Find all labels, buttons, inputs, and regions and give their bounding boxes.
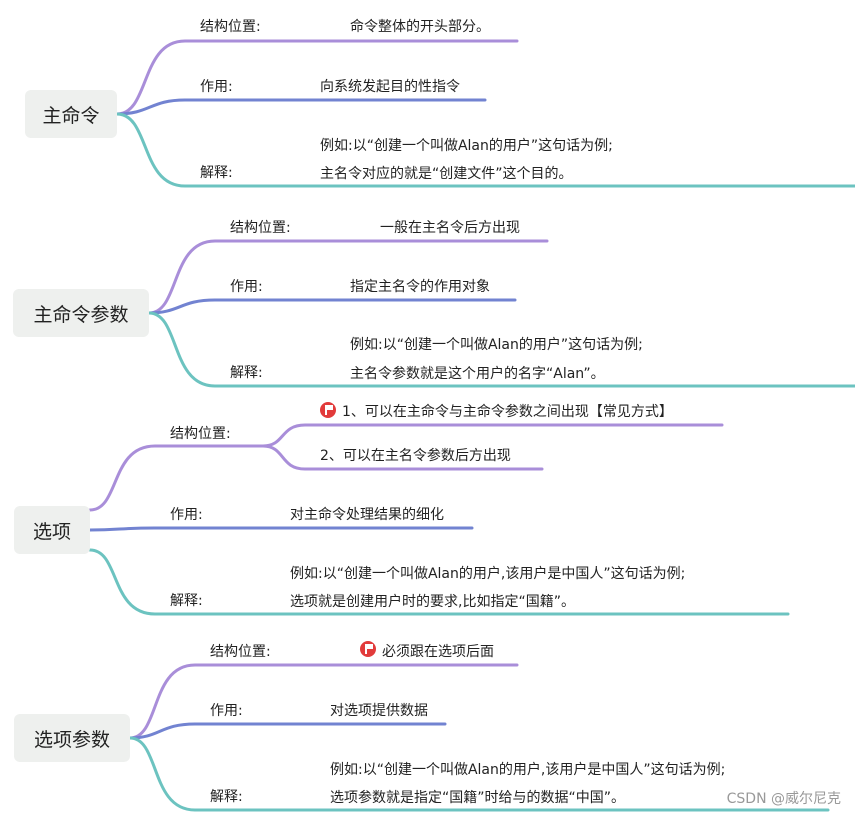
explain-label: 解释:	[210, 789, 243, 805]
root-node-option[interactable]: 选项	[14, 506, 90, 554]
connector-position	[128, 663, 519, 740]
position-label: 结构位置:	[210, 644, 271, 660]
explain-line: 选项参数就是指定“国籍”时给与的数据“中国”。	[330, 790, 626, 806]
function-label: 作用:	[210, 703, 243, 719]
explain-line: 主名令参数就是这个用户的名字“Alan”。	[350, 366, 605, 382]
explain-line: 选项就是创建用户时的要求,比如指定“国籍”。	[290, 594, 575, 610]
function-value: 对选项提供数据	[330, 703, 428, 719]
position-value: 必须跟在选项后面	[382, 644, 494, 660]
connector-position	[147, 239, 549, 315]
root-node-main-command-param[interactable]: 主命令参数	[13, 289, 149, 337]
explain-line: 主名令对应的就是“创建文件”这个目的。	[320, 166, 573, 182]
root-node-main-command[interactable]: 主命令	[25, 90, 117, 138]
connector-function	[147, 298, 517, 315]
function-value: 指定主名令的作用对象	[350, 279, 490, 295]
connector-explain	[128, 736, 830, 812]
explain-line: 例如:以“创建一个叫做Alan的用户,该用户是中国人”这句话为例;	[330, 762, 726, 778]
red-flag-icon	[360, 641, 376, 657]
explain-line: 例如:以“创建一个叫做Alan的用户”这句话为例;	[350, 337, 643, 353]
explain-line: 例如:以“创建一个叫做Alan的用户”这句话为例;	[320, 138, 613, 154]
function-label: 作用:	[200, 79, 233, 95]
function-label: 作用:	[170, 507, 203, 523]
position-value: 命令整体的开头部分。	[350, 19, 490, 35]
explain-line: 例如:以“创建一个叫做Alan的用户,该用户是中国人”这句话为例;	[290, 566, 686, 582]
connector-sub-position	[261, 444, 544, 471]
connector-function	[115, 98, 487, 116]
root-node-option-param[interactable]: 选项参数	[14, 714, 130, 762]
position-value: 1、可以在主命令与主命令参数之间出现【常见方式】	[342, 404, 673, 420]
connector-explain	[115, 112, 855, 188]
connector-explain	[147, 311, 855, 388]
position-label: 结构位置:	[200, 19, 261, 35]
position-label: 结构位置:	[170, 426, 231, 442]
explain-label: 解释:	[170, 593, 203, 609]
position-value: 一般在主名令后方出现	[380, 220, 520, 236]
connector-function	[88, 526, 474, 532]
position-label: 结构位置:	[230, 220, 291, 236]
explain-label: 解释:	[230, 365, 263, 381]
position-value: 2、可以在主名令参数后方出现	[320, 448, 511, 464]
connector-position	[115, 39, 519, 116]
explain-label: 解释:	[200, 165, 233, 181]
connector-position	[88, 444, 265, 512]
connector-sub-position	[261, 423, 724, 448]
function-value: 对主命令处理结果的细化	[290, 507, 444, 523]
red-flag-icon	[320, 402, 336, 418]
function-value: 向系统发起目的性指令	[320, 79, 460, 95]
watermark: CSDN @威尔尼克	[726, 791, 841, 807]
connector-explain	[88, 548, 790, 616]
function-label: 作用:	[230, 279, 263, 295]
connector-function	[128, 722, 447, 740]
